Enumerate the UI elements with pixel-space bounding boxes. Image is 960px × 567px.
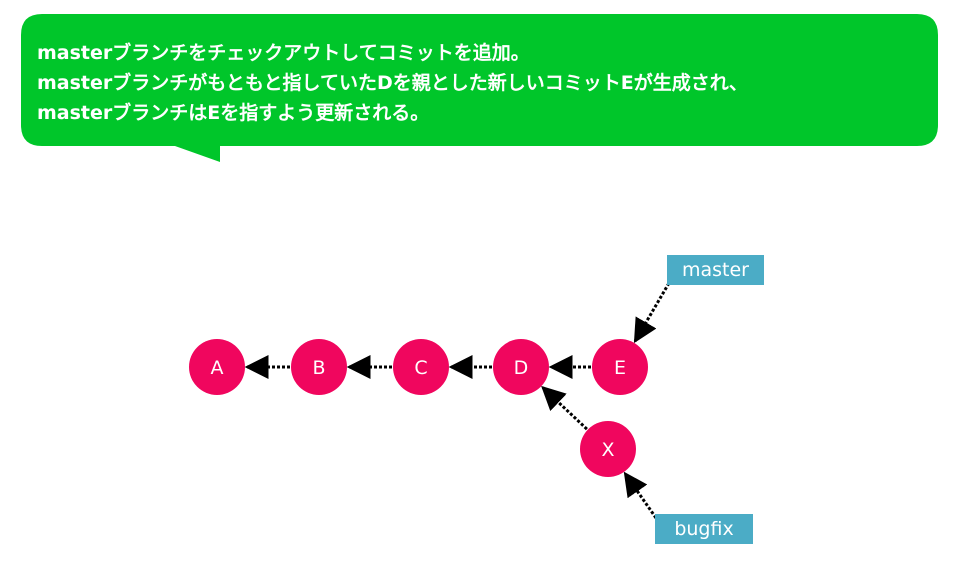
commit-label: D [514,357,529,379]
commit-label: A [211,357,224,379]
commit-node-x: X [580,421,636,477]
callout-line: masterブランチはEを指すよう更新される。 [37,102,430,124]
edge-bugfix-to-x [623,471,658,519]
callout-line: masterブランチがもともと指していたDを親とした新しいコミットEが生成され、 [37,72,748,94]
edge-x-to-d [541,385,588,431]
commit-node-c: C [393,339,449,395]
edge-master-to-e [633,282,671,344]
commit-label: B [312,357,325,379]
commit-circle [592,339,648,395]
commit-label: E [614,357,626,379]
commit-node-d: D [493,339,549,395]
commit-node-e: E [592,339,648,395]
commit-node-a: A [189,339,245,395]
commit-circle [291,339,347,395]
commit-circle [580,421,636,477]
edges-layer [244,282,671,519]
commit-circle [393,339,449,395]
branch-label-bugfix: bugfix [655,514,753,544]
commit-label: X [601,439,614,461]
commit-label: C [414,357,427,379]
branch-label-master: master [667,255,764,285]
commit-circle [493,339,549,395]
nodes-layer: A B C D E X [189,339,648,477]
callout-line: masterブランチをチェックアウトしてコミットを追加。 [37,42,530,64]
callout-text: masterブランチをチェックアウトしてコミットを追加。 masterブランチが… [37,38,927,128]
callout-shape [21,14,938,162]
commit-node-b: B [291,339,347,395]
commit-circle [189,339,245,395]
